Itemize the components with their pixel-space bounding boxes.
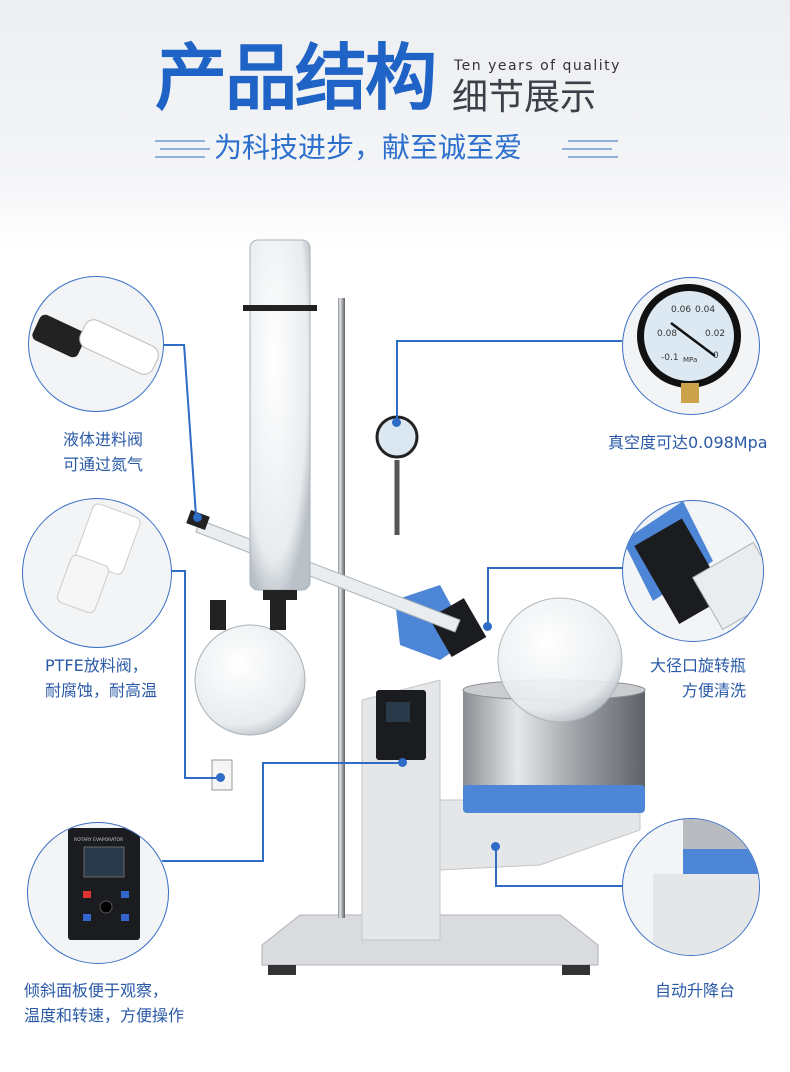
connector-line [162,860,263,862]
connector-line [495,885,625,887]
callout-rotary-flask: 大径口旋转瓶 方便清洗 [640,653,746,703]
connector-line [396,340,398,422]
detail-vacuum-gauge: 0.06 0.04 0.08 0.02 -0.1 0 MPa [622,277,760,415]
connector-line [396,340,622,342]
subtitle: 细节展示 [452,77,597,118]
connector-dot [392,418,401,427]
header-banner: 产品结构 Ten years of quality 细节展示 为科技进步，献至诚… [0,0,790,250]
connector-line [184,570,186,778]
panel-title: ROTARY EVAPORATOR [74,837,123,843]
connector-line [495,846,497,886]
gauge-tick: 0.02 [705,329,725,339]
connector-line [170,570,186,572]
subtitle-english: Ten years of quality [454,58,621,74]
callout-line: 温度和转速，方便操作 [24,1006,185,1025]
support-rod [338,298,345,918]
page-title: 产品结构 [155,36,437,120]
gauge-tick: 0.04 [695,305,715,315]
connector-dot [398,758,407,767]
connector-dot [193,513,202,522]
detail-rotary-flask [622,500,764,642]
connector-dot [491,842,500,851]
callout-line: 可通过氮气 [62,455,143,474]
detail-control-panel: ROTARY EVAPORATOR [27,822,169,964]
detail-inlet-valve [28,276,164,412]
detail-lift-platform [622,818,760,956]
callout-line: 方便清洗 [681,681,746,700]
callout-inlet-valve: 液体进料阀 可通过氮气 [48,427,158,477]
connector-line [487,567,623,569]
connector-line [487,567,489,627]
detail-ptfe-valve [22,498,172,648]
connector-line [262,762,402,764]
slogan: 为科技进步，献至诚至爱 [214,131,523,164]
condenser [249,239,311,591]
callout-line: 自动升降台 [655,981,736,1000]
callout-line: 真空度可达0.098Mpa [608,433,768,452]
bath-blue-band [463,785,645,813]
callout-line: 耐腐蚀，耐高温 [45,681,158,700]
base-foot [268,965,296,975]
base-foot [562,965,590,975]
callout-line: 大径口旋转瓶 [649,656,746,675]
gauge-tick: 0.06 [671,305,691,315]
control-panel [376,690,426,760]
receiving-flask [194,624,306,736]
gauge-tick: 0 [713,351,719,361]
callout-vacuum: 真空度可达0.098Mpa [608,430,768,455]
divider [568,156,618,158]
gauge-unit: MPa [683,356,697,364]
evaporating-flask [497,597,623,723]
vapor-duct [195,519,461,633]
divider [568,140,618,142]
callout-ptfe-valve: PTFE放料阀， 耐腐蚀，耐高温 [45,653,157,703]
connector-line [262,762,264,862]
callout-lift-platform: 自动升降台 [655,978,735,1003]
callout-control-panel: 倾斜面板便于观察， 温度和转速，方便操作 [24,978,184,1028]
connector-line [184,777,220,779]
connector-line [162,344,184,346]
callout-line: PTFE放料阀， [45,656,148,675]
callout-line: 倾斜面板便于观察， [24,981,169,1000]
gauge-tick: 0.08 [657,329,677,339]
divider [160,148,210,150]
divider [155,140,205,142]
divider [155,156,205,158]
connector-dot [216,773,225,782]
connector-dot [483,622,492,631]
panel-display [386,702,410,722]
callout-line: 液体进料阀 [62,430,143,449]
divider [562,148,612,150]
gauge-tick: -0.1 [661,353,679,363]
